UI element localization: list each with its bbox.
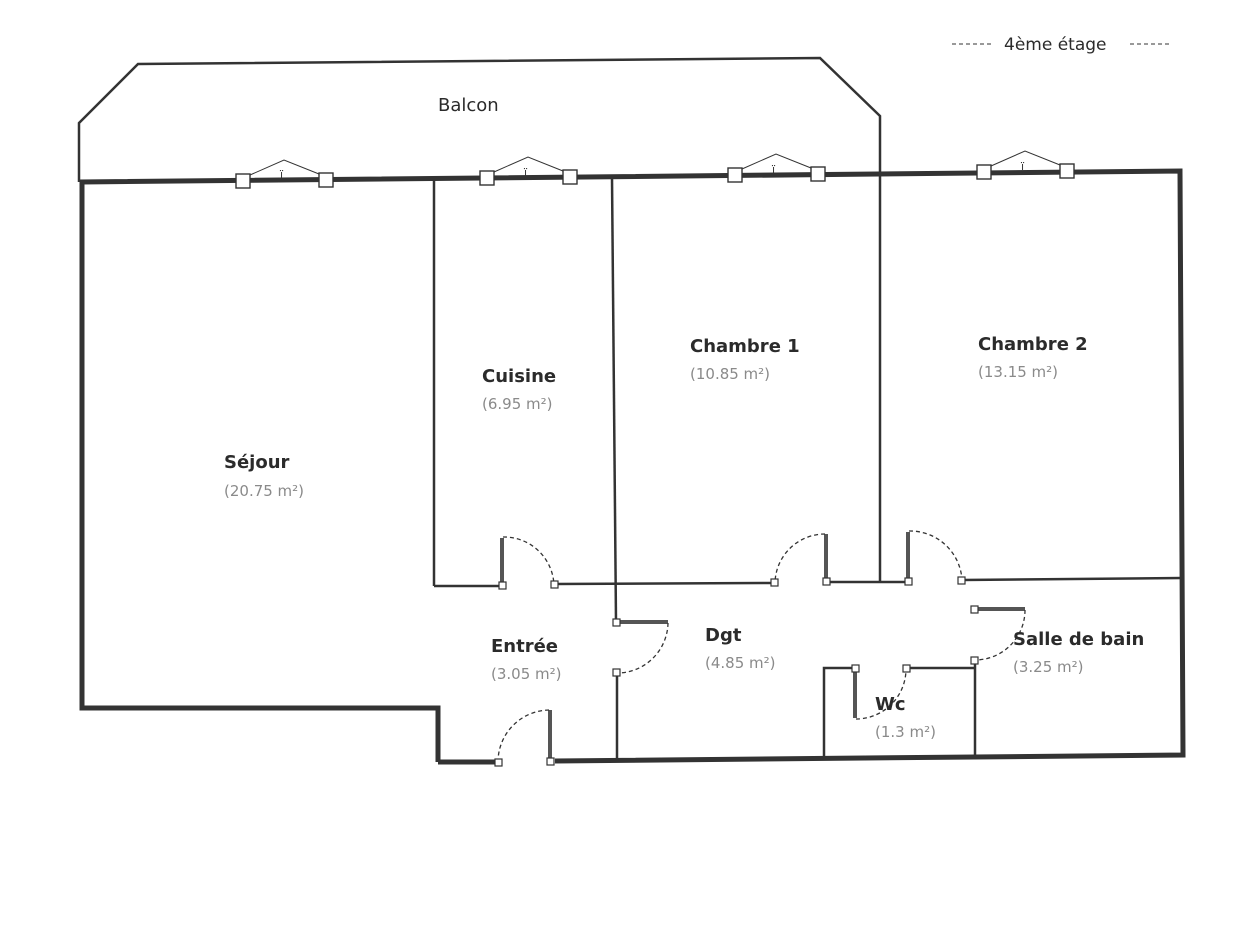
svg-text:ï: ï — [1020, 160, 1025, 173]
room-entree: Entrée (3.05 m²) — [491, 636, 562, 683]
wall-cuisine-chambre1 — [610, 177, 618, 623]
room-sdb: Salle de bain (3.25 m²) — [1013, 629, 1144, 676]
room-name: Dgt — [705, 625, 742, 646]
interior-walls — [432, 177, 1183, 760]
window-3: ï — [727, 153, 826, 183]
room-area: (3.05 m²) — [491, 665, 562, 683]
balcony-outline — [77, 56, 882, 582]
balcony-label: Balcon — [438, 95, 499, 116]
floor-label: 4ème étage — [1004, 35, 1107, 55]
exterior-wall — [79, 168, 1186, 764]
room-area: (3.25 m²) — [1013, 658, 1084, 676]
room-sejour: Séjour (20.75 m²) — [224, 452, 304, 500]
room-wc: Wc (1.3 m²) — [875, 694, 936, 741]
room-area: (10.85 m²) — [690, 365, 770, 383]
room-area: (6.95 m²) — [482, 395, 553, 413]
room-area: (20.75 m²) — [224, 482, 304, 500]
door-chambre1 — [770, 533, 831, 587]
room-name: Cuisine — [482, 366, 556, 387]
door-entree-dgt — [612, 618, 669, 677]
room-name: Wc — [875, 694, 906, 715]
wall-chambre2-sdb — [961, 576, 1183, 582]
svg-text:ï: ï — [523, 166, 528, 179]
wall-cuisine-chambre1-bottom — [554, 581, 775, 586]
door-cuisine — [498, 536, 559, 590]
window-1: ï — [235, 159, 334, 189]
svg-text:ï: ï — [771, 163, 776, 176]
room-name: Chambre 2 — [978, 334, 1088, 355]
door-wc — [851, 664, 911, 720]
room-cuisine: Cuisine (6.95 m²) — [482, 366, 556, 413]
room-area: (13.15 m²) — [978, 363, 1058, 381]
wall-wc-left — [822, 666, 854, 756]
room-name: Salle de bain — [1013, 629, 1144, 650]
room-name: Entrée — [491, 636, 558, 657]
room-chambre2: Chambre 2 (13.15 m²) — [978, 334, 1088, 381]
room-dgt: Dgt (4.85 m²) — [705, 625, 776, 672]
door-chambre2 — [904, 530, 966, 586]
svg-text:ï: ï — [279, 168, 284, 181]
room-name: Chambre 1 — [690, 336, 800, 357]
room-name: Séjour — [224, 452, 290, 473]
room-chambre1: Chambre 1 (10.85 m²) — [690, 336, 800, 383]
door-sdb — [970, 605, 1026, 665]
door-entree-front — [494, 709, 555, 767]
room-area: (1.3 m²) — [875, 723, 936, 741]
floor-label-group: 4ème étage — [952, 35, 1170, 55]
room-area: (4.85 m²) — [705, 654, 776, 672]
window-4: ï — [976, 150, 1075, 180]
window-2: ï — [479, 156, 578, 186]
